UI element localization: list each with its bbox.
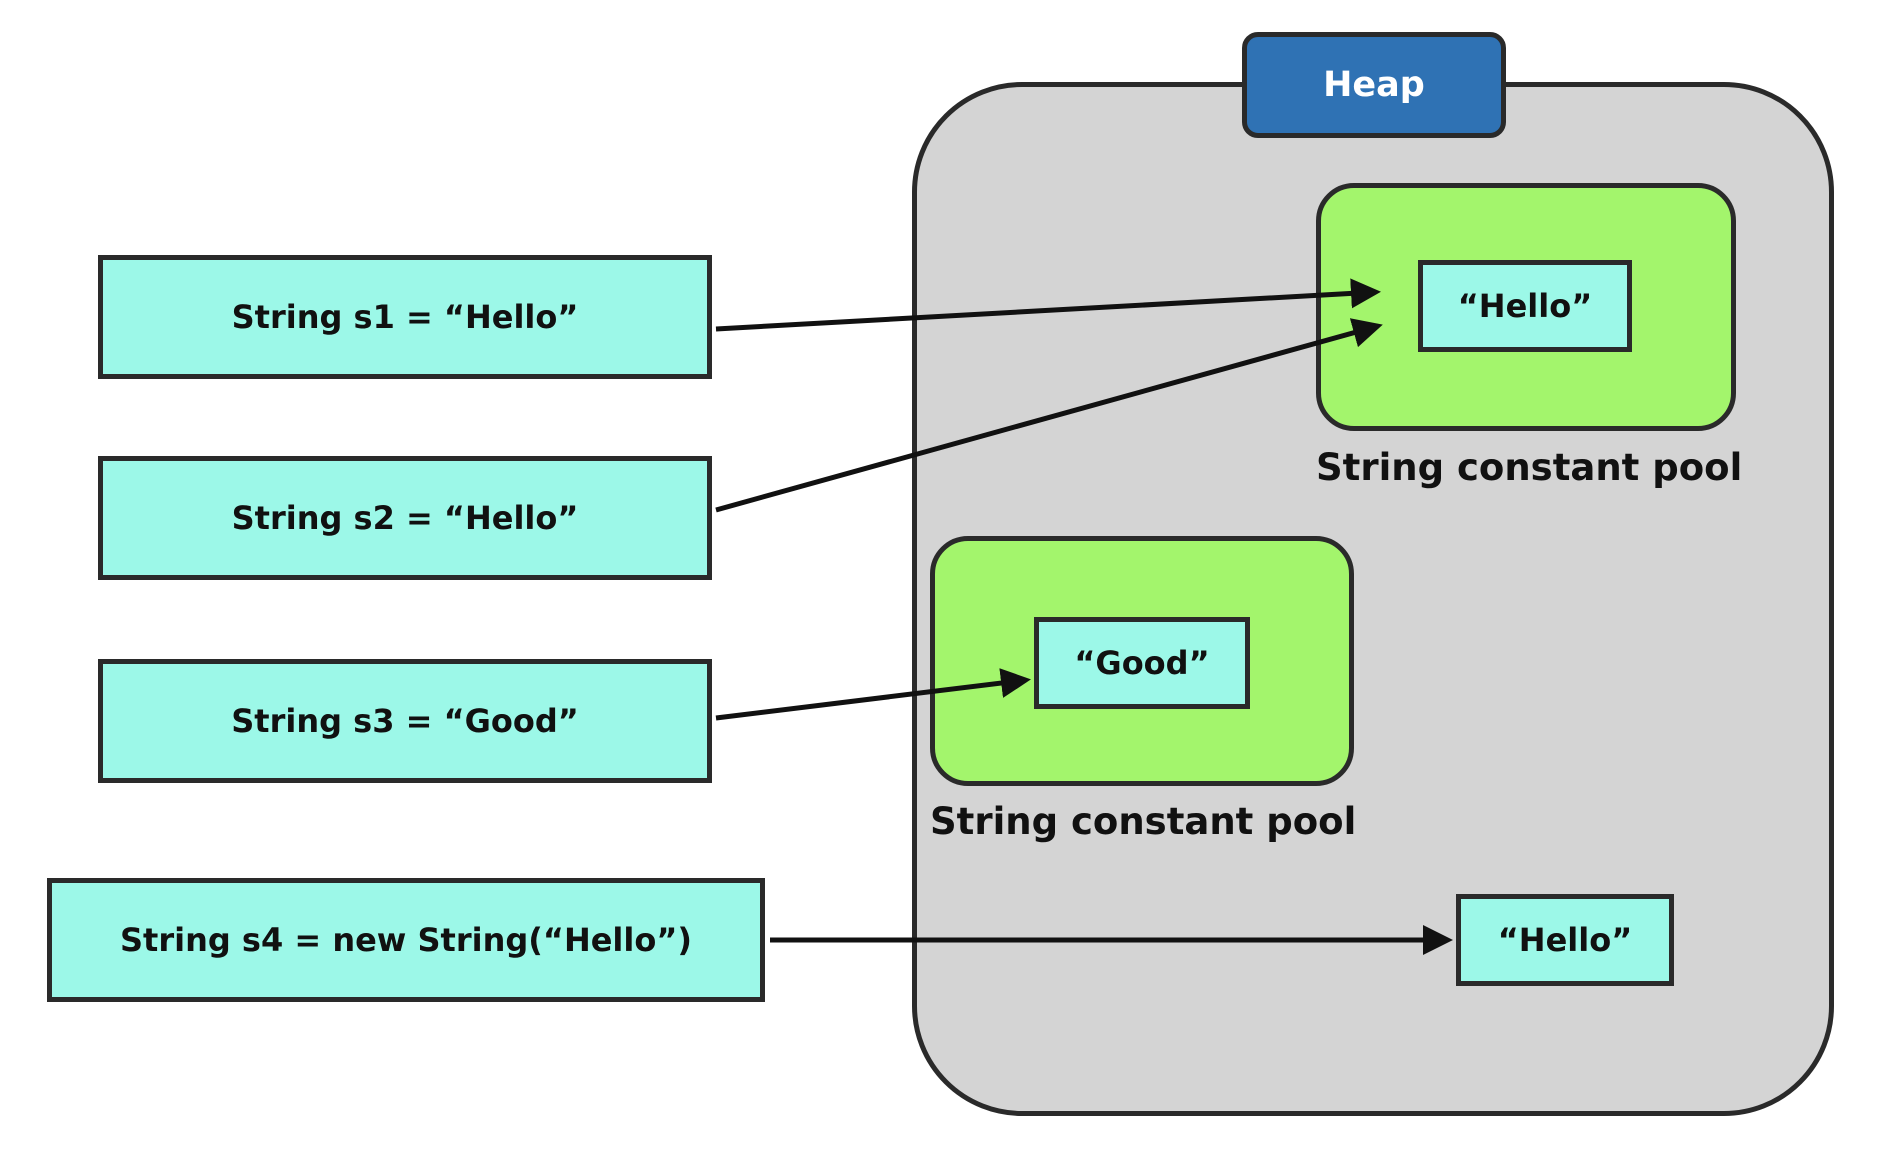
pool-2-literal-text: “Good”	[1074, 644, 1210, 682]
string-constant-pool-2	[930, 536, 1354, 786]
arrow-s2-to-pool-hello	[715, 318, 1383, 513]
pool-1-label: String constant pool	[1316, 446, 1743, 489]
variable-s2-code: String s2 = “Hello”	[231, 499, 579, 537]
heap-label-text: Heap	[1323, 65, 1425, 105]
arrow-s3-to-pool-good	[715, 668, 1031, 721]
pool-1-literal-text: “Hello”	[1457, 287, 1593, 325]
variable-s4-box: String s4 = new String(“Hello”)	[47, 878, 765, 1002]
heap-object-text: “Hello”	[1497, 921, 1633, 959]
pool-1-hello-literal: “Hello”	[1418, 260, 1632, 352]
variable-s1-code: String s1 = “Hello”	[231, 298, 579, 336]
variable-s2-box: String s2 = “Hello”	[98, 456, 712, 580]
pool-2-good-literal: “Good”	[1034, 617, 1250, 709]
variable-s1-box: String s1 = “Hello”	[98, 255, 712, 379]
pool-2-label: String constant pool	[930, 800, 1357, 843]
heap-label: Heap	[1242, 32, 1506, 138]
variable-s3-box: String s3 = “Good”	[98, 659, 712, 783]
variable-s4-code: String s4 = new String(“Hello”)	[119, 921, 692, 959]
variable-s3-code: String s3 = “Good”	[231, 702, 579, 740]
heap-hello-object: “Hello”	[1456, 894, 1674, 986]
arrow-s1-to-pool-hello	[715, 278, 1381, 332]
